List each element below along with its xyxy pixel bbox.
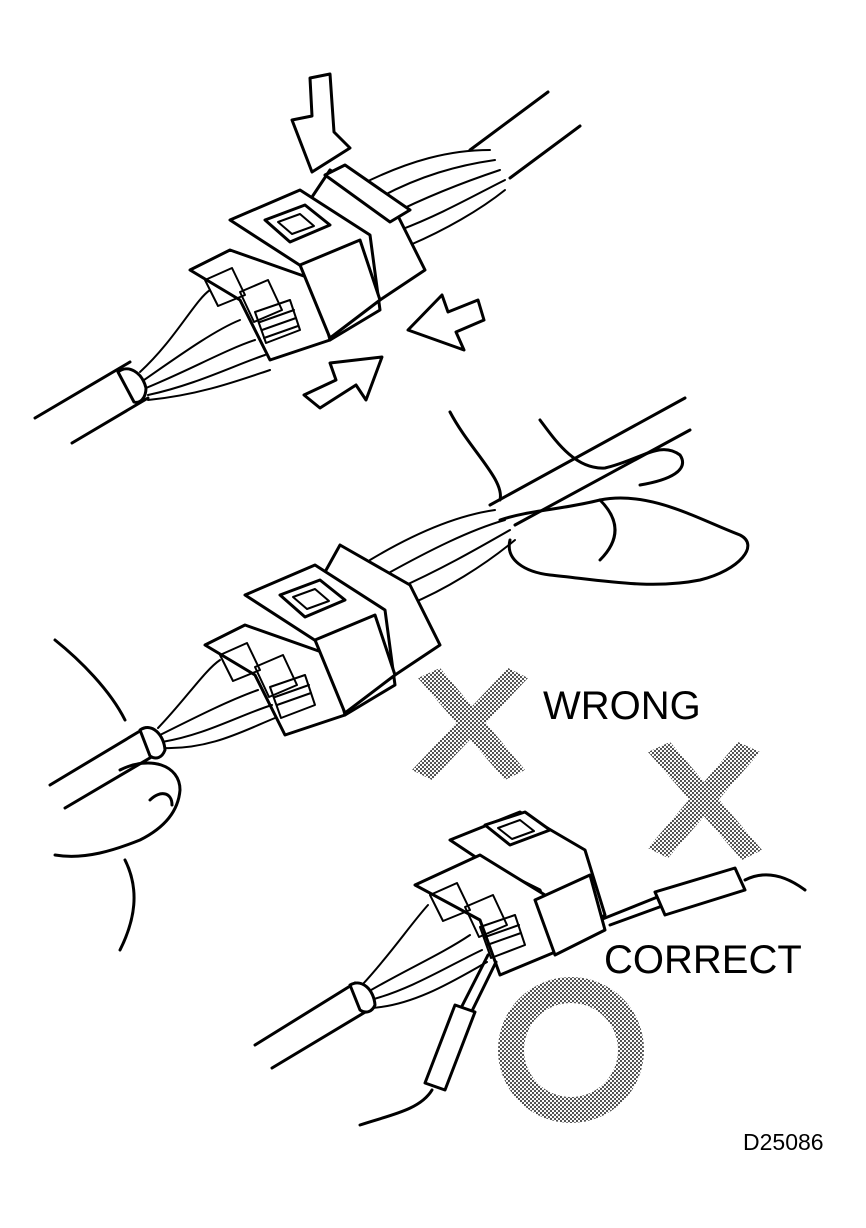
figure-code: D25086 bbox=[743, 1129, 824, 1155]
x-mark-icon bbox=[412, 668, 528, 780]
bottom-connector-assembly bbox=[253, 810, 807, 1127]
arrow-right-icon bbox=[302, 355, 384, 410]
circle-mark-icon bbox=[498, 977, 644, 1123]
top-connector-assembly bbox=[33, 90, 582, 445]
x-mark-icon bbox=[648, 742, 762, 860]
wrong-label: WRONG bbox=[543, 684, 701, 728]
correct-label: CORRECT bbox=[604, 938, 802, 982]
middle-connector-assembly bbox=[48, 396, 750, 952]
arrow-left-icon bbox=[406, 293, 486, 352]
arrow-down-icon bbox=[290, 72, 352, 174]
